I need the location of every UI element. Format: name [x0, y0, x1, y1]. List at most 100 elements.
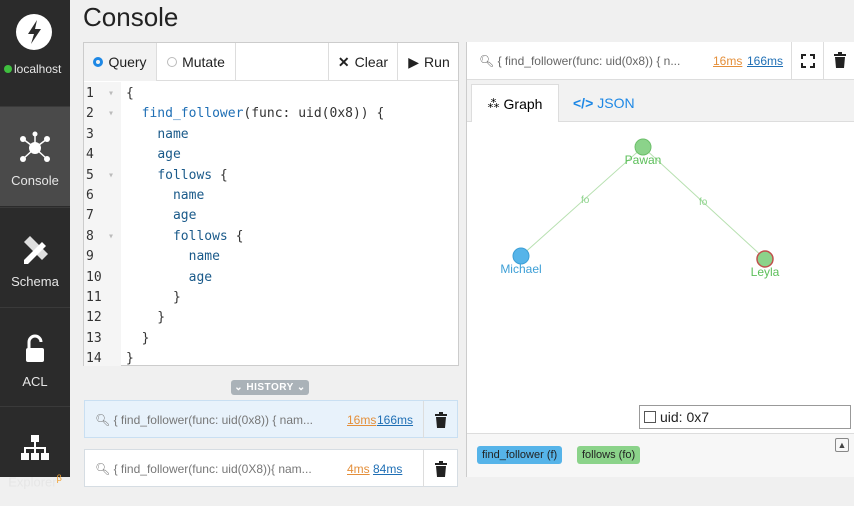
line-number: 6 [86, 188, 94, 203]
line-number: 5 [86, 167, 94, 183]
graph-node-selected[interactable] [756, 250, 774, 268]
graph-legend: find_follower (f) follows (fo) ▲ [467, 433, 854, 477]
tab-json-label: JSON [597, 95, 635, 111]
clear-button[interactable]: ✕Clear [328, 43, 398, 81]
graph-node[interactable] [634, 138, 652, 156]
graph-node[interactable] [512, 247, 530, 265]
line-gutter [84, 82, 121, 366]
node-label: Leyla [751, 265, 780, 279]
line-number: 13 [86, 330, 102, 346]
search-icon: 🔍︎ [479, 54, 495, 68]
code-predicate: follows [172, 228, 228, 244]
history-item[interactable]: 🔍︎ { find_follower(func: uid(0x8)) { nam… [84, 400, 458, 438]
result-query: { find_follower(func: uid(0x8)) { n... [497, 54, 681, 68]
beta-badge: β [56, 473, 62, 483]
code-predicate: age [157, 147, 181, 163]
line-number: 9 [86, 249, 94, 265]
uid-text: uid: 0x7 [660, 409, 710, 425]
expand-legend-button[interactable]: ▲ [835, 438, 849, 452]
nav-schema-label: Schema [11, 274, 59, 289]
code-text: age [126, 206, 196, 226]
line-number: 2 [86, 106, 94, 122]
code-text: age [126, 268, 212, 288]
sidebar: localhost Console Schema ACL Explorerβ [0, 0, 70, 489]
code-text: } [126, 351, 134, 367]
nav-acl[interactable]: ACL [0, 307, 70, 407]
graph-edge [642, 146, 766, 260]
fold-arrow-icon[interactable]: ▾ [108, 88, 115, 99]
delete-history-button[interactable] [423, 401, 457, 438]
query-mode-radio[interactable]: Query [84, 43, 157, 81]
chevron-down-icon: ⌄ [296, 382, 306, 393]
mutate-mode-label: Mutate [182, 54, 225, 70]
code-predicate: age [188, 269, 213, 285]
history-item[interactable]: 🔍︎ { find_follower(func: uid(0X8)){ nam.… [84, 449, 458, 487]
line-number: 4 [86, 147, 94, 163]
fold-arrow-icon[interactable]: ▾ [108, 108, 115, 120]
code-text: name [126, 247, 220, 267]
history-total-time: 84ms [373, 462, 403, 476]
chevron-down-icon: ⌄ [234, 382, 244, 393]
page-title: Console [83, 2, 179, 32]
tab-graph[interactable]: ⁂Graph [471, 84, 559, 122]
window-icon [644, 411, 656, 423]
fullscreen-button[interactable] [791, 42, 823, 80]
node-label: Michael [500, 262, 541, 276]
result-total-time: 166ms [747, 54, 784, 68]
history-toggle[interactable]: ⌄ HISTORY ⌄ [231, 380, 309, 395]
code-predicate: age [172, 208, 197, 224]
history-query: { find_follower(func: uid(0x8)) { nam... [113, 413, 314, 427]
code-text: follows { [157, 167, 228, 183]
editor-toolbar: Query Mutate ✕Clear ▶Run [84, 43, 458, 81]
trash-icon [834, 52, 846, 68]
fold-arrow-icon[interactable]: ▾ [108, 169, 115, 181]
nav-schema[interactable]: Schema [0, 207, 70, 307]
line-number: 11 [86, 290, 102, 305]
uid-readout: uid: 0x7 [639, 405, 851, 429]
history-server-time: 4ms [347, 462, 370, 476]
code-editor[interactable]: 1{▾2 find_follower(func: uid(0x8)) {▾3 n… [84, 82, 458, 366]
result-tabs: ⁂Graph </>JSON [467, 80, 854, 122]
triangle-up-icon: ▲ [837, 440, 847, 450]
code-text: name [126, 186, 204, 206]
nav-console[interactable]: Console [0, 106, 70, 206]
graph-icon: ⁂ [487, 96, 500, 111]
history-total-time: 166ms [377, 413, 414, 427]
delete-history-button[interactable] [423, 450, 457, 487]
code-function-name: find_follower [141, 106, 244, 122]
delete-result-button[interactable] [823, 42, 854, 80]
play-icon: ▶ [408, 53, 420, 70]
history-query-text: 🔍︎ { find_follower(func: uid(0X8)){ nam.… [95, 462, 312, 476]
result-panel: 🔍︎ { find_follower(func: uid(0x8)) { n..… [466, 42, 854, 477]
result-query-text: 🔍︎ { find_follower(func: uid(0x8)) { n..… [479, 54, 680, 68]
search-icon: 🔍︎ [95, 413, 111, 427]
connection-label: localhost [14, 62, 62, 76]
nav-console-label: Console [11, 173, 59, 188]
nav-acl-label: ACL [22, 374, 48, 389]
radio-empty-icon [167, 57, 178, 67]
unlock-icon [26, 334, 44, 362]
hierarchy-icon [21, 435, 49, 460]
network-icon [20, 131, 50, 162]
history-query-text: 🔍︎ { find_follower(func: uid(0x8)) { nam… [95, 413, 313, 427]
run-button[interactable]: ▶Run [398, 43, 460, 81]
node-label: Pawan [625, 153, 662, 167]
connection-status[interactable]: localhost [0, 62, 70, 76]
edge-label: fo [699, 197, 708, 208]
fold-arrow-icon[interactable]: ▾ [108, 230, 115, 242]
nav-explorer[interactable]: Explorerβ [0, 406, 70, 506]
code-predicate: follows [157, 167, 213, 183]
tab-json[interactable]: </>JSON [573, 84, 643, 122]
history-server-time: 16ms [347, 413, 377, 427]
code-text: age [126, 145, 181, 165]
edge-label: fo [581, 195, 590, 206]
run-label: Run [424, 54, 450, 70]
query-mode-label: Query [108, 54, 147, 70]
line-number: 7 [86, 208, 94, 224]
code-text: } [126, 330, 150, 346]
graph-canvas[interactable]: fo fo Pawan Michael Leyla [467, 122, 854, 432]
search-icon: 🔍︎ [95, 462, 111, 476]
mutate-mode-radio[interactable]: Mutate [157, 43, 236, 81]
result-server-time: 16ms [713, 54, 743, 68]
dgraph-logo [16, 14, 52, 50]
